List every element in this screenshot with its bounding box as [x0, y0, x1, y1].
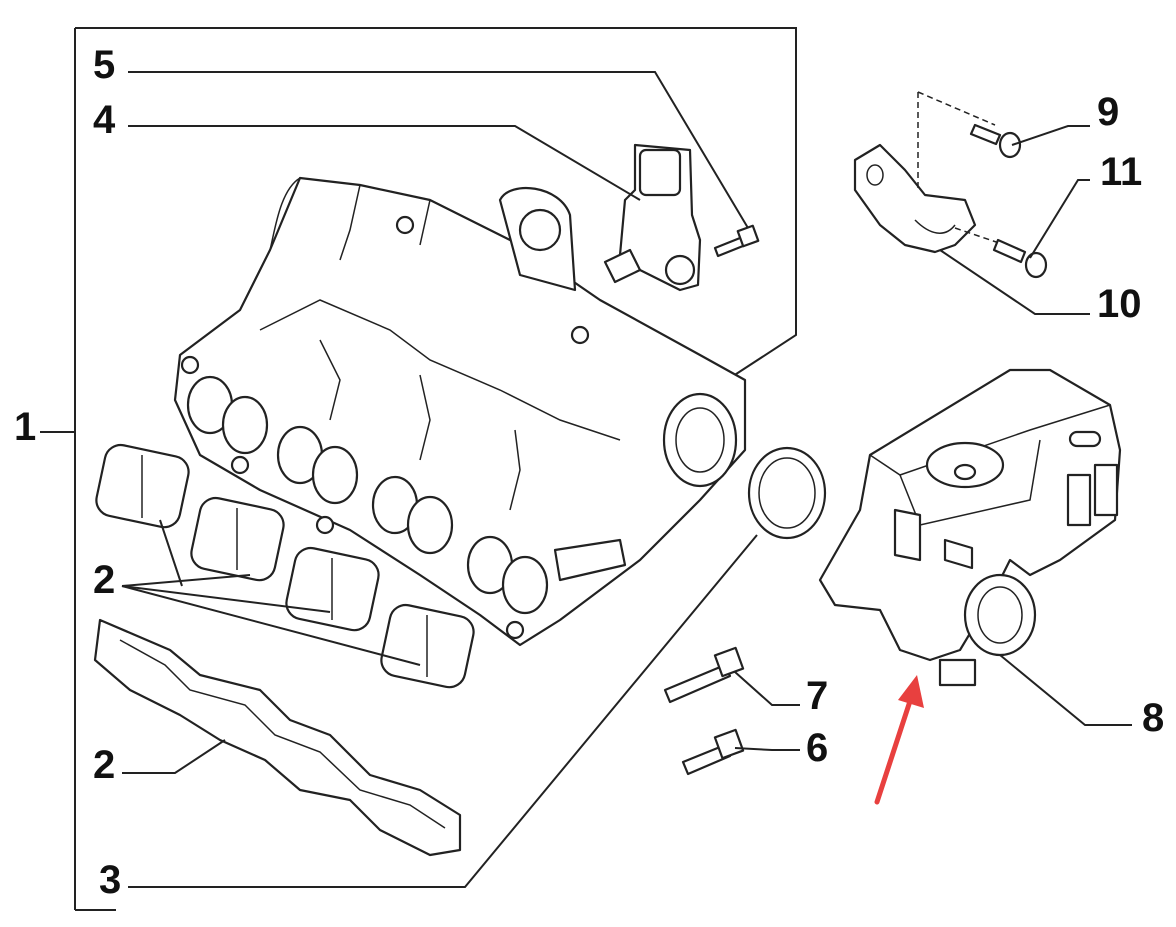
callout-7: 7: [806, 674, 829, 718]
callout-11: 11: [1100, 150, 1143, 194]
callout-6: 6: [806, 726, 829, 770]
seal-ring: [747, 446, 827, 540]
long-gasket: [93, 618, 462, 857]
bolt-7: [663, 646, 745, 704]
callout-2-lower: 2: [93, 743, 116, 787]
leader-lines: [121, 71, 1132, 888]
callout-5: 5: [93, 43, 116, 87]
screw-5: [713, 224, 760, 258]
callout-8: 8: [1142, 696, 1165, 740]
callout-2-upper: 2: [93, 558, 116, 602]
callout-10: 10: [1097, 282, 1142, 326]
egr-valve: [818, 368, 1122, 687]
assembly-bracket: [40, 27, 797, 911]
bracket-10: [853, 91, 1006, 254]
bolt-6: [681, 728, 745, 776]
callout-9: 9: [1097, 90, 1120, 134]
map-sensor: [603, 143, 702, 292]
callout-3: 3: [99, 858, 122, 902]
intake-manifold: [173, 176, 747, 647]
callout-4: 4: [93, 98, 116, 142]
port-gaskets: [95, 443, 475, 689]
screw-9: [969, 123, 1022, 159]
callout-1: 1: [14, 405, 37, 449]
highlight-arrow: [874, 675, 924, 805]
screw-11: [992, 238, 1048, 279]
